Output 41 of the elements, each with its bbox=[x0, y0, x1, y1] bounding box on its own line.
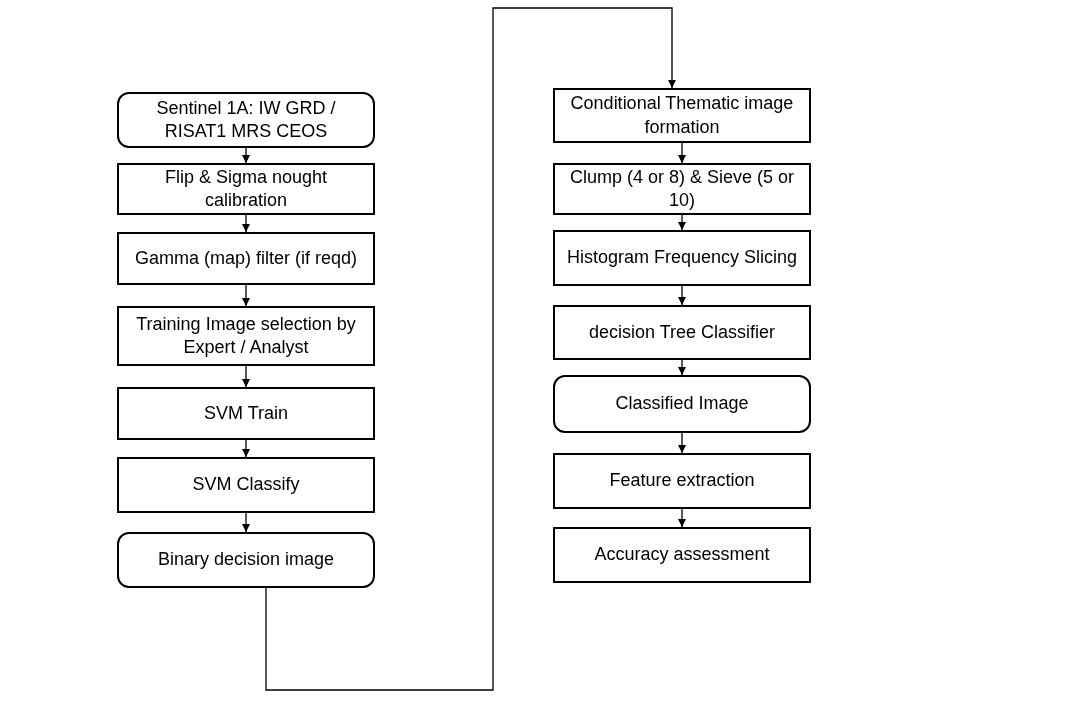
arrow bbox=[242, 365, 250, 388]
arrow bbox=[242, 512, 250, 533]
process-box bbox=[117, 387, 375, 440]
arrow bbox=[678, 359, 686, 376]
step-label: Accuracy assessment bbox=[594, 543, 770, 567]
process-box bbox=[117, 163, 375, 215]
step-label: decision Tree Classifier bbox=[588, 320, 776, 344]
process-box bbox=[553, 375, 811, 433]
step-label: Training Image selection by Expert / Analyst bbox=[135, 312, 357, 359]
process-box bbox=[553, 305, 811, 360]
arrow bbox=[678, 214, 686, 231]
arrow bbox=[265, 7, 676, 691]
step-label: Feature extraction bbox=[609, 469, 755, 493]
process-box bbox=[553, 163, 811, 215]
process-box bbox=[553, 527, 811, 583]
step-label: SVM Classify bbox=[192, 473, 300, 497]
step-label: Binary decision image bbox=[157, 548, 335, 572]
step-label: Histogram Frequency Slicing bbox=[566, 246, 798, 270]
step-label: Gamma (map) filter (if reqd) bbox=[134, 246, 357, 270]
arrow bbox=[678, 508, 686, 528]
process-box bbox=[553, 453, 811, 509]
step-label: SVM Train bbox=[204, 401, 288, 425]
arrow bbox=[678, 142, 686, 164]
process-box bbox=[117, 457, 375, 513]
process-box bbox=[553, 230, 811, 286]
arrow bbox=[678, 285, 686, 306]
step-label: Clump (4 or 8) & Sieve (5 or 10) bbox=[568, 165, 796, 212]
step-label: Classified Image bbox=[615, 392, 749, 416]
process-box bbox=[117, 232, 375, 285]
step-label: Flip & Sigma nought calibration bbox=[163, 165, 329, 212]
arrow bbox=[242, 439, 250, 458]
arrow bbox=[242, 214, 250, 233]
step-label: Conditional Thematic image formation bbox=[569, 92, 795, 139]
arrow bbox=[242, 147, 250, 164]
process-box bbox=[117, 92, 375, 148]
arrow bbox=[678, 432, 686, 454]
process-box bbox=[553, 88, 811, 143]
arrow bbox=[242, 284, 250, 307]
process-box bbox=[117, 306, 375, 366]
step-label: Sentinel 1A: IW GRD / RISAT1 MRS CEOS bbox=[155, 96, 337, 143]
process-box bbox=[117, 532, 375, 588]
